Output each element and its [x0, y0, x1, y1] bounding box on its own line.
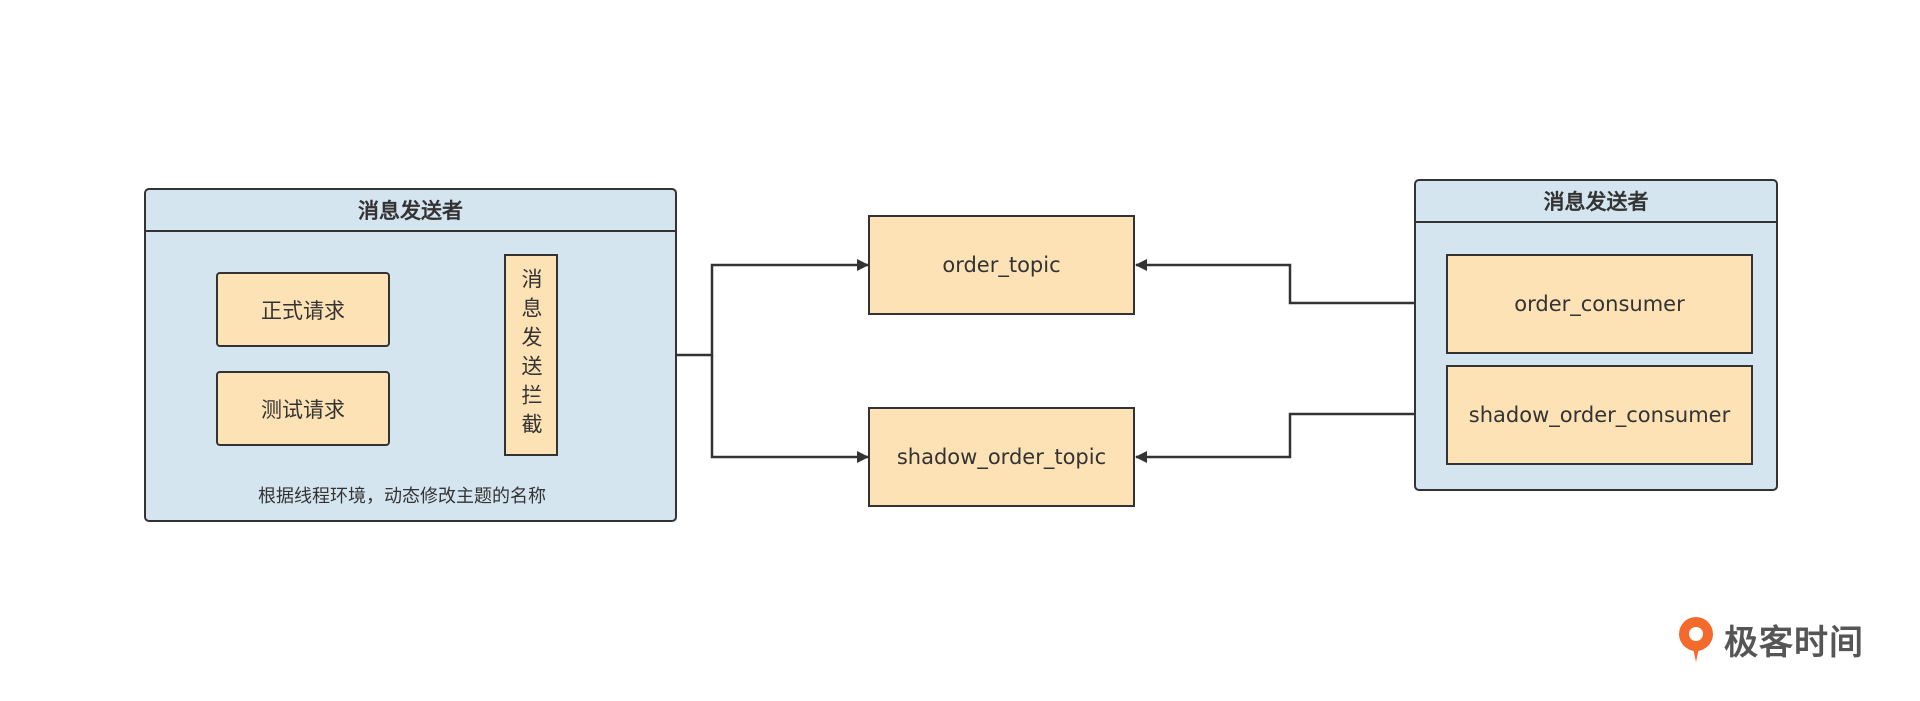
brand-name: 极客时间 — [1724, 622, 1864, 663]
brand-logo: 极客时间 — [1674, 614, 1864, 664]
connector-order-consumer-to-topic — [1135, 259, 1446, 305]
order-consumer-box: order_consumer — [1446, 254, 1753, 354]
producer-note: 根据线程环境，动态修改主题的名称 — [258, 486, 546, 507]
test-request-box: 测试请求 — [216, 371, 390, 446]
order-topic-box: order_topic — [868, 215, 1135, 315]
message-send-interceptor-box: 消息发送拦截 — [504, 254, 558, 456]
shadow-order-consumer-box: shadow_order_consumer — [1446, 365, 1753, 465]
geektime-logo-icon — [1679, 617, 1713, 662]
formal-request-box: 正式请求 — [216, 272, 390, 347]
shadow-order-topic-box: shadow_order_topic — [868, 407, 1135, 507]
connector-interceptor-to-shadow-topic — [710, 355, 869, 463]
consumer-group-title: 消息发送者 — [1416, 181, 1776, 223]
producer-group: 消息发送者 根据线程环境，动态修改主题的名称 — [144, 188, 677, 522]
connector-shadow-consumer-to-topic — [1135, 412, 1446, 463]
producer-group-title: 消息发送者 — [146, 190, 675, 232]
